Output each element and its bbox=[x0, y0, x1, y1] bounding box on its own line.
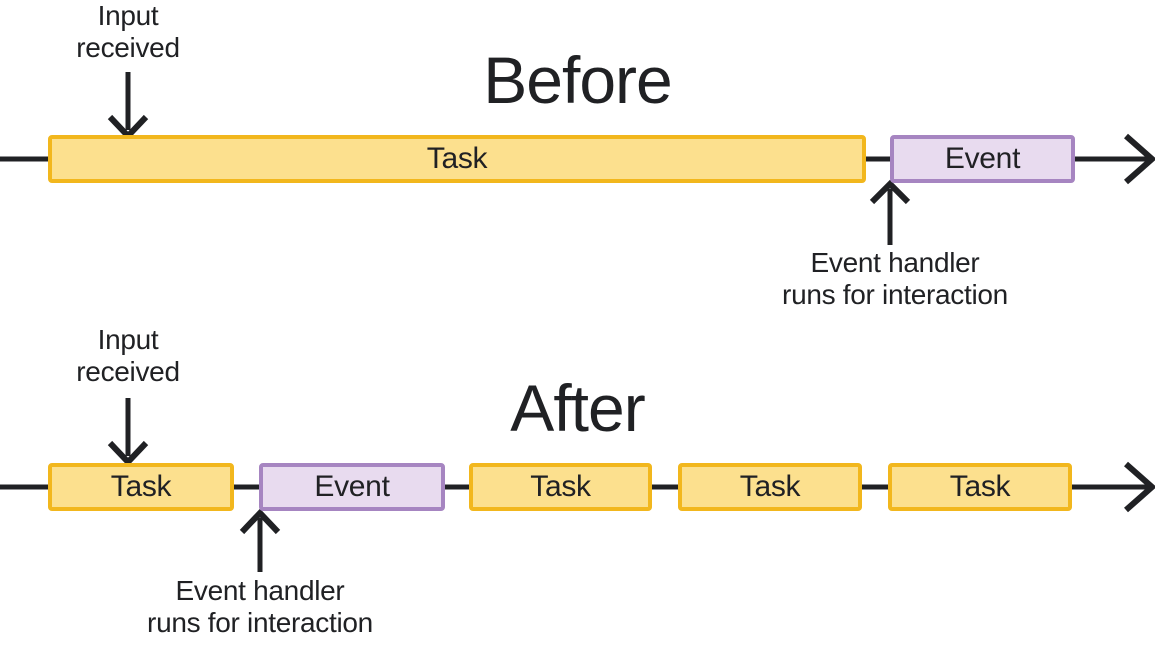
task-box-label: Task bbox=[530, 470, 591, 503]
label-line: received bbox=[76, 356, 180, 387]
arrowhead-down-icon bbox=[107, 114, 149, 141]
task-box-label: Task bbox=[949, 470, 1011, 503]
after-handler-arrow bbox=[239, 508, 281, 572]
label-line: Event handler bbox=[175, 575, 345, 606]
after-event-box: Event bbox=[259, 463, 445, 511]
task-box-label: Task bbox=[110, 470, 172, 503]
after-task-box-2: Task bbox=[469, 463, 652, 511]
label-line: runs for interaction bbox=[147, 607, 373, 638]
before-task-box: Task bbox=[48, 135, 866, 183]
arrowhead-right-icon bbox=[1124, 461, 1155, 513]
after-task-box-1: Task bbox=[48, 463, 234, 511]
after-task-box-3: Task bbox=[678, 463, 862, 511]
after-task-box-4: Task bbox=[888, 463, 1072, 511]
event-box-label: Event bbox=[314, 470, 390, 503]
arrowhead-up-icon bbox=[239, 508, 281, 535]
after-event-handler-label: Event handler runs for interaction bbox=[60, 575, 460, 639]
label-line: Input bbox=[97, 0, 159, 31]
arrowhead-up-icon bbox=[869, 179, 911, 205]
task-box-label: Task bbox=[739, 470, 801, 503]
label-line: received bbox=[76, 32, 180, 63]
before-event-box: Event bbox=[890, 135, 1075, 183]
arrowhead-down-icon bbox=[107, 440, 149, 467]
task-box-label: Task bbox=[426, 142, 488, 175]
before-input-received-label: Input received bbox=[28, 0, 228, 64]
after-input-received-label: Input received bbox=[28, 324, 228, 388]
label-line: runs for interaction bbox=[782, 279, 1008, 310]
after-title: After bbox=[510, 371, 645, 445]
label-line: Input bbox=[97, 324, 159, 355]
before-event-handler-label: Event handler runs for interaction bbox=[695, 247, 1095, 311]
event-box-label: Event bbox=[944, 142, 1021, 175]
arrowhead-right-icon bbox=[1124, 133, 1155, 185]
label-line: Event handler bbox=[810, 247, 980, 278]
before-handler-arrow bbox=[869, 179, 911, 245]
before-title: Before bbox=[483, 43, 672, 117]
